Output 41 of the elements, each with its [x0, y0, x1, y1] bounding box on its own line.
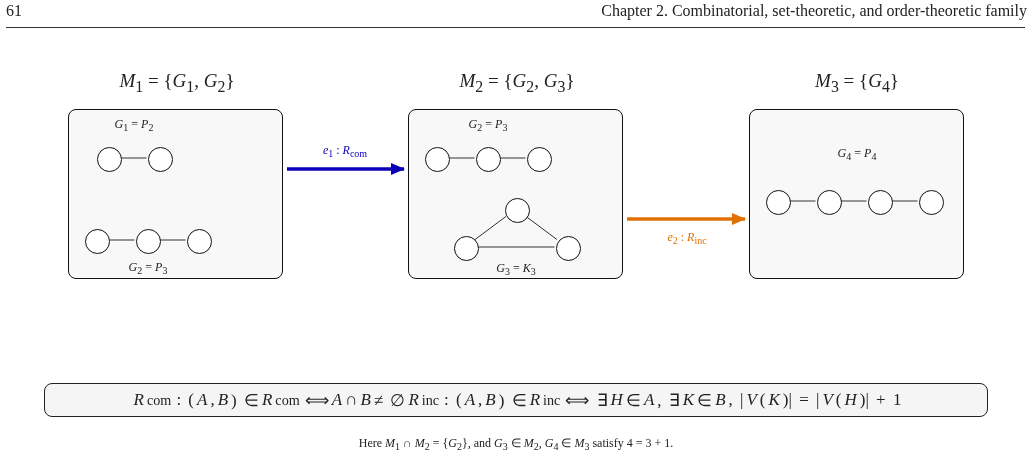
vertex-circle — [147, 146, 173, 172]
vertex-circle — [453, 235, 479, 261]
vertex-circle — [765, 189, 791, 215]
graph-label: G$_{4}$ = P$_{4}$ — [837, 145, 877, 163]
graph-edge — [108, 239, 135, 241]
graph-edge — [525, 215, 558, 241]
graph-edge — [448, 157, 475, 159]
vertex-circle — [526, 146, 552, 172]
graph-edge — [499, 157, 526, 159]
vertex-circle — [84, 228, 110, 254]
vertex-circle — [867, 189, 893, 215]
set-heading: M$_{3}$ = {G$_{4}$} — [815, 70, 899, 96]
vertex-circle — [555, 235, 581, 261]
page-number: 61 — [6, 2, 22, 20]
graph-edge — [120, 157, 147, 159]
arrow — [627, 213, 746, 225]
vertex-circle — [135, 228, 161, 254]
vertex-circle — [504, 197, 530, 223]
vertex-circle — [918, 189, 944, 215]
vertex-circle — [816, 189, 842, 215]
arrow — [287, 163, 405, 175]
graph-edge — [789, 200, 816, 202]
graph-edge — [840, 200, 867, 202]
graph-edge — [891, 200, 918, 202]
vertex-circle — [186, 228, 212, 254]
set-heading: M$_{1}$ = {G$_{1}$, G$_{2}$} — [119, 70, 235, 96]
caption: Here M$_{1}$ ∩ M$_{2}$ = {G$_{2}$}, and G$_{3}$ ∈ M$_{2}$, G$_{4}$ ∈ M$_{3}$ satisfy 4 = 3 + 1. — [358, 436, 674, 453]
vertex-circle — [475, 146, 501, 172]
vertex-circle — [424, 146, 450, 172]
graph-edge — [159, 239, 186, 241]
set-heading: M$_{2}$ = {G$_{2}$, G$_{3}$} — [459, 70, 575, 96]
graph-edge — [477, 246, 555, 248]
edge-label: e$_{1}$ : R$_{com}$ — [322, 142, 368, 160]
graph-edge — [474, 215, 507, 241]
graph-label: G$_{2}$ = P$_{3}$ — [128, 259, 168, 277]
graph-label: G$_{2}$ = P$_{3}$ — [468, 116, 508, 134]
graph-label: G$_{1}$ = P$_{2}$ — [114, 116, 154, 134]
edge-label: e$_{2}$ : R$_{inc}$ — [667, 229, 707, 247]
vertex-circle — [96, 146, 122, 172]
graph-label: G$_{3}$ = K$_{3}$ — [496, 260, 536, 278]
running-header: Chapter 2. Combinatorial, set-theoretic, and order-theoretic family — [601, 2, 1027, 20]
